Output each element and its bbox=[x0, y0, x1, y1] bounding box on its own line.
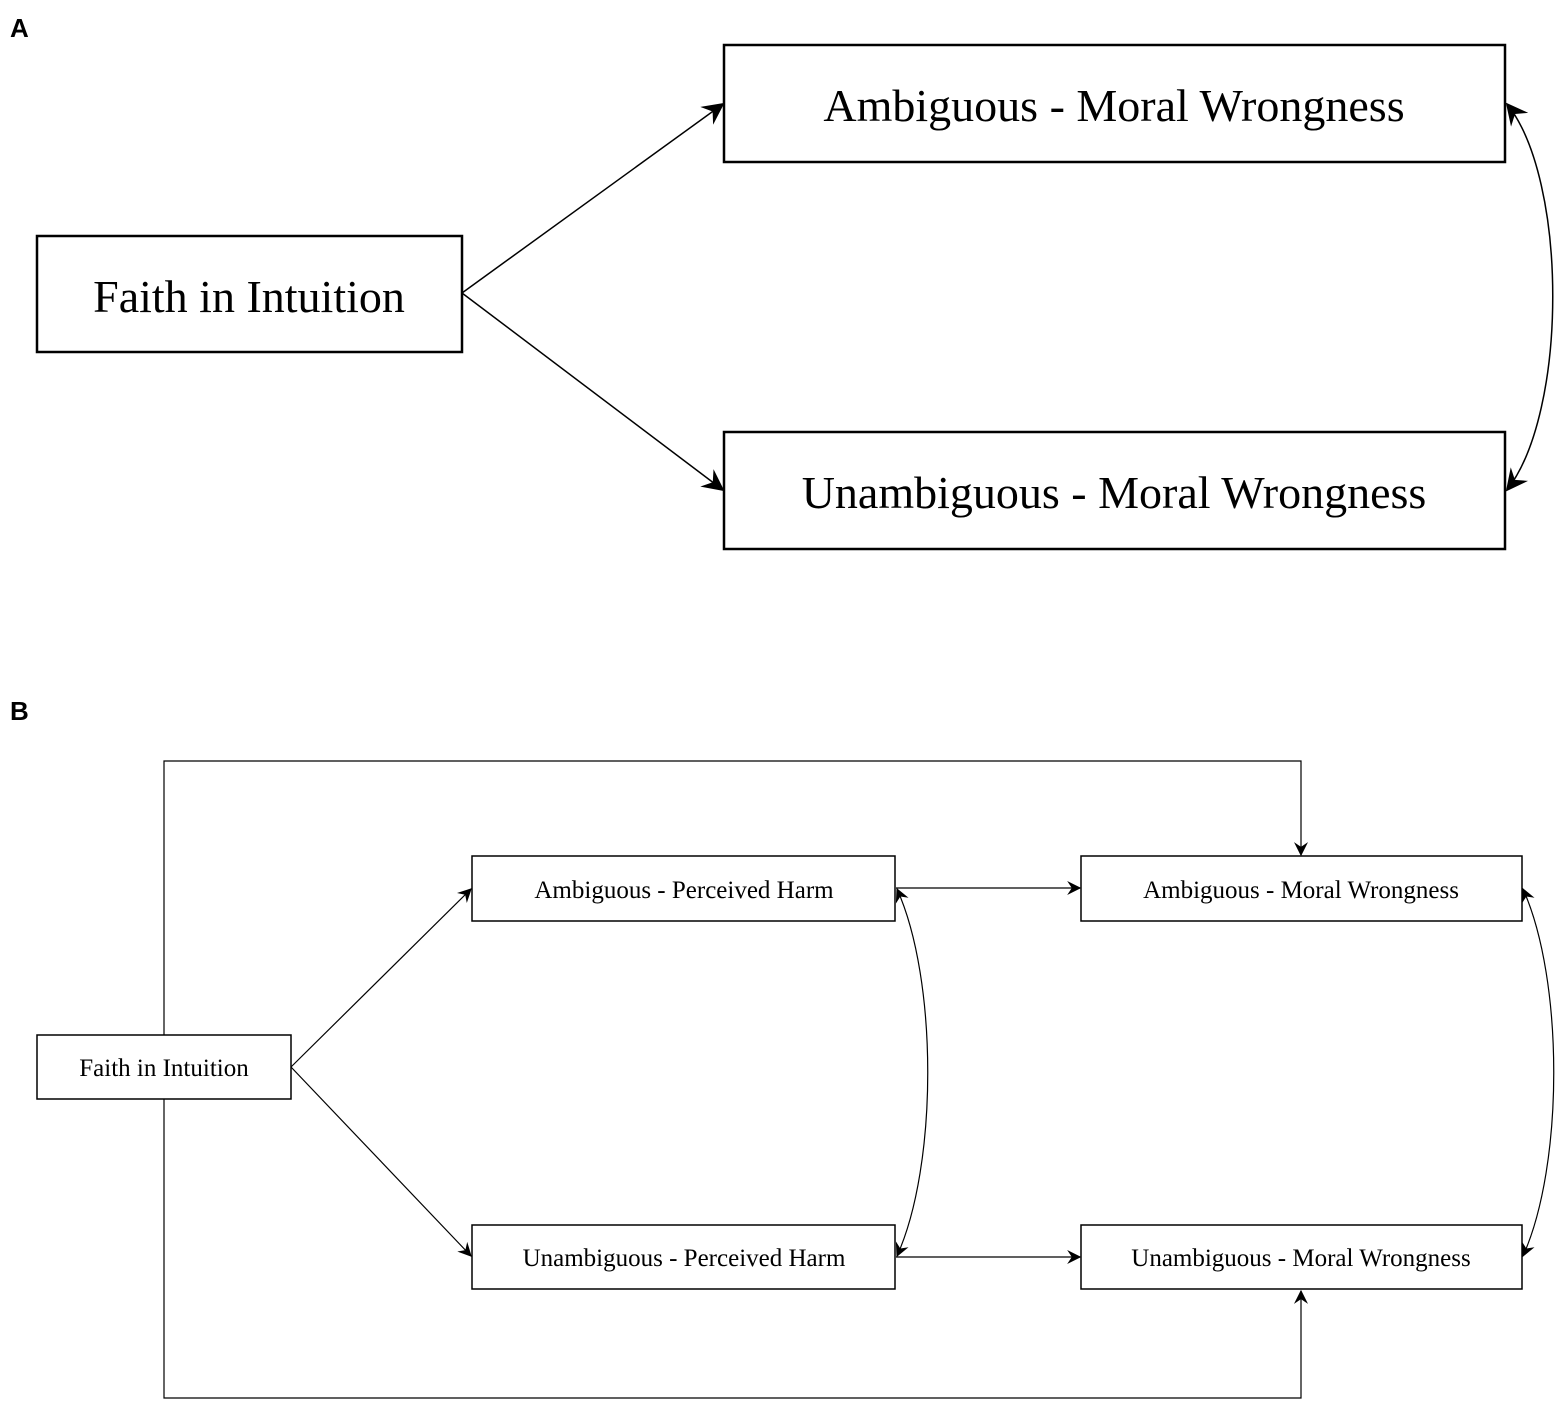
edge-a-moral-covariance bbox=[1505, 102, 1554, 492]
node-b-ambiguous-perceived-harm: Ambiguous - Perceived Harm bbox=[471, 855, 896, 922]
node-b-unambiguous-moral-wrongness-label: Unambiguous - Moral Wrongness bbox=[1131, 1245, 1470, 1272]
edge-b-faith-to-unambiguous-moral bbox=[163, 1099, 1308, 1399]
node-b-ambiguous-moral-wrongness-label: Ambiguous - Moral Wrongness bbox=[1143, 877, 1459, 904]
panel-b: B Faith in Intuition Ambiguous - Perceiv… bbox=[10, 696, 1555, 1399]
node-b-unambiguous-perceived-harm-label: Unambiguous - Perceived Harm bbox=[523, 1245, 846, 1272]
node-a-ambiguous-moral-wrongness-label: Ambiguous - Moral Wrongness bbox=[823, 80, 1404, 131]
panel-a-label: A bbox=[10, 13, 29, 43]
panel-a: A Faith in Intuition Ambiguous - Moral W… bbox=[10, 13, 1554, 551]
edge-b-moral-covariance bbox=[1521, 887, 1555, 1258]
node-b-ambiguous-moral-wrongness: Ambiguous - Moral Wrongness bbox=[1080, 855, 1523, 922]
edge-a-faith-to-ambiguous-moral bbox=[461, 102, 725, 294]
edge-b-faith-to-ambiguous-moral bbox=[163, 760, 1308, 1035]
node-b-ambiguous-perceived-harm-label: Ambiguous - Perceived Harm bbox=[534, 877, 834, 904]
node-a-faith-in-intuition-label: Faith in Intuition bbox=[93, 271, 405, 322]
edge-b-harm-covariance bbox=[895, 887, 929, 1258]
node-a-faith-in-intuition: Faith in Intuition bbox=[35, 234, 464, 354]
panel-b-label: B bbox=[10, 696, 29, 726]
edge-b-faith-to-ambiguous-harm bbox=[290, 888, 472, 1068]
node-a-ambiguous-moral-wrongness: Ambiguous - Moral Wrongness bbox=[722, 43, 1507, 164]
node-b-unambiguous-moral-wrongness: Unambiguous - Moral Wrongness bbox=[1080, 1224, 1523, 1290]
node-b-faith-in-intuition-label: Faith in Intuition bbox=[79, 1055, 249, 1082]
node-a-unambiguous-moral-wrongness: Unambiguous - Moral Wrongness bbox=[722, 430, 1507, 551]
edge-a-faith-to-unambiguous-moral bbox=[461, 292, 725, 492]
node-a-unambiguous-moral-wrongness-label: Unambiguous - Moral Wrongness bbox=[802, 467, 1427, 518]
node-b-unambiguous-perceived-harm: Unambiguous - Perceived Harm bbox=[471, 1224, 896, 1290]
edge-b-faith-to-unambiguous-harm bbox=[290, 1066, 472, 1257]
node-b-faith-in-intuition: Faith in Intuition bbox=[36, 1034, 292, 1100]
